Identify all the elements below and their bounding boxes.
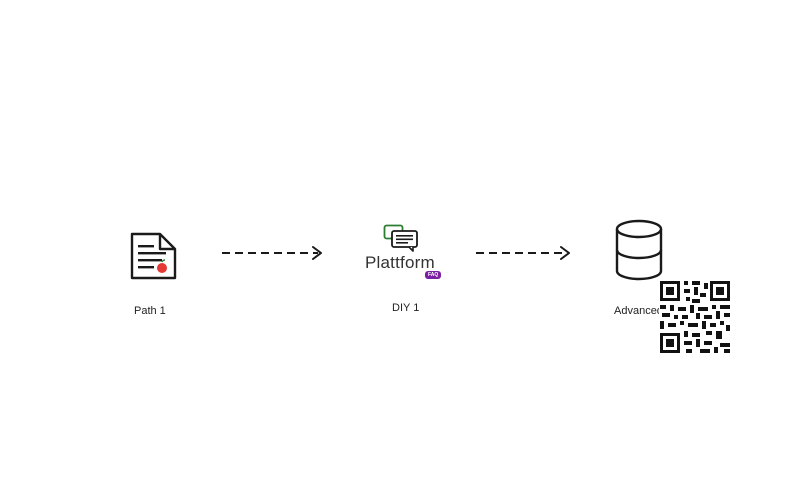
brand-badge: FAQ <box>425 271 442 279</box>
dashed-arrow-2 <box>474 245 580 266</box>
qr-code-icon <box>659 280 731 359</box>
node-label-path: Path 1 <box>134 305 166 317</box>
node-label-diy: DIY 1 <box>392 302 420 314</box>
chat-bubbles-icon <box>383 224 419 252</box>
node-label-advanced: Advanced <box>614 305 663 317</box>
brand-name: Plattform <box>365 253 435 272</box>
document-icon <box>128 231 178 281</box>
dashed-arrow-1 <box>220 245 326 266</box>
database-icon <box>614 219 664 281</box>
